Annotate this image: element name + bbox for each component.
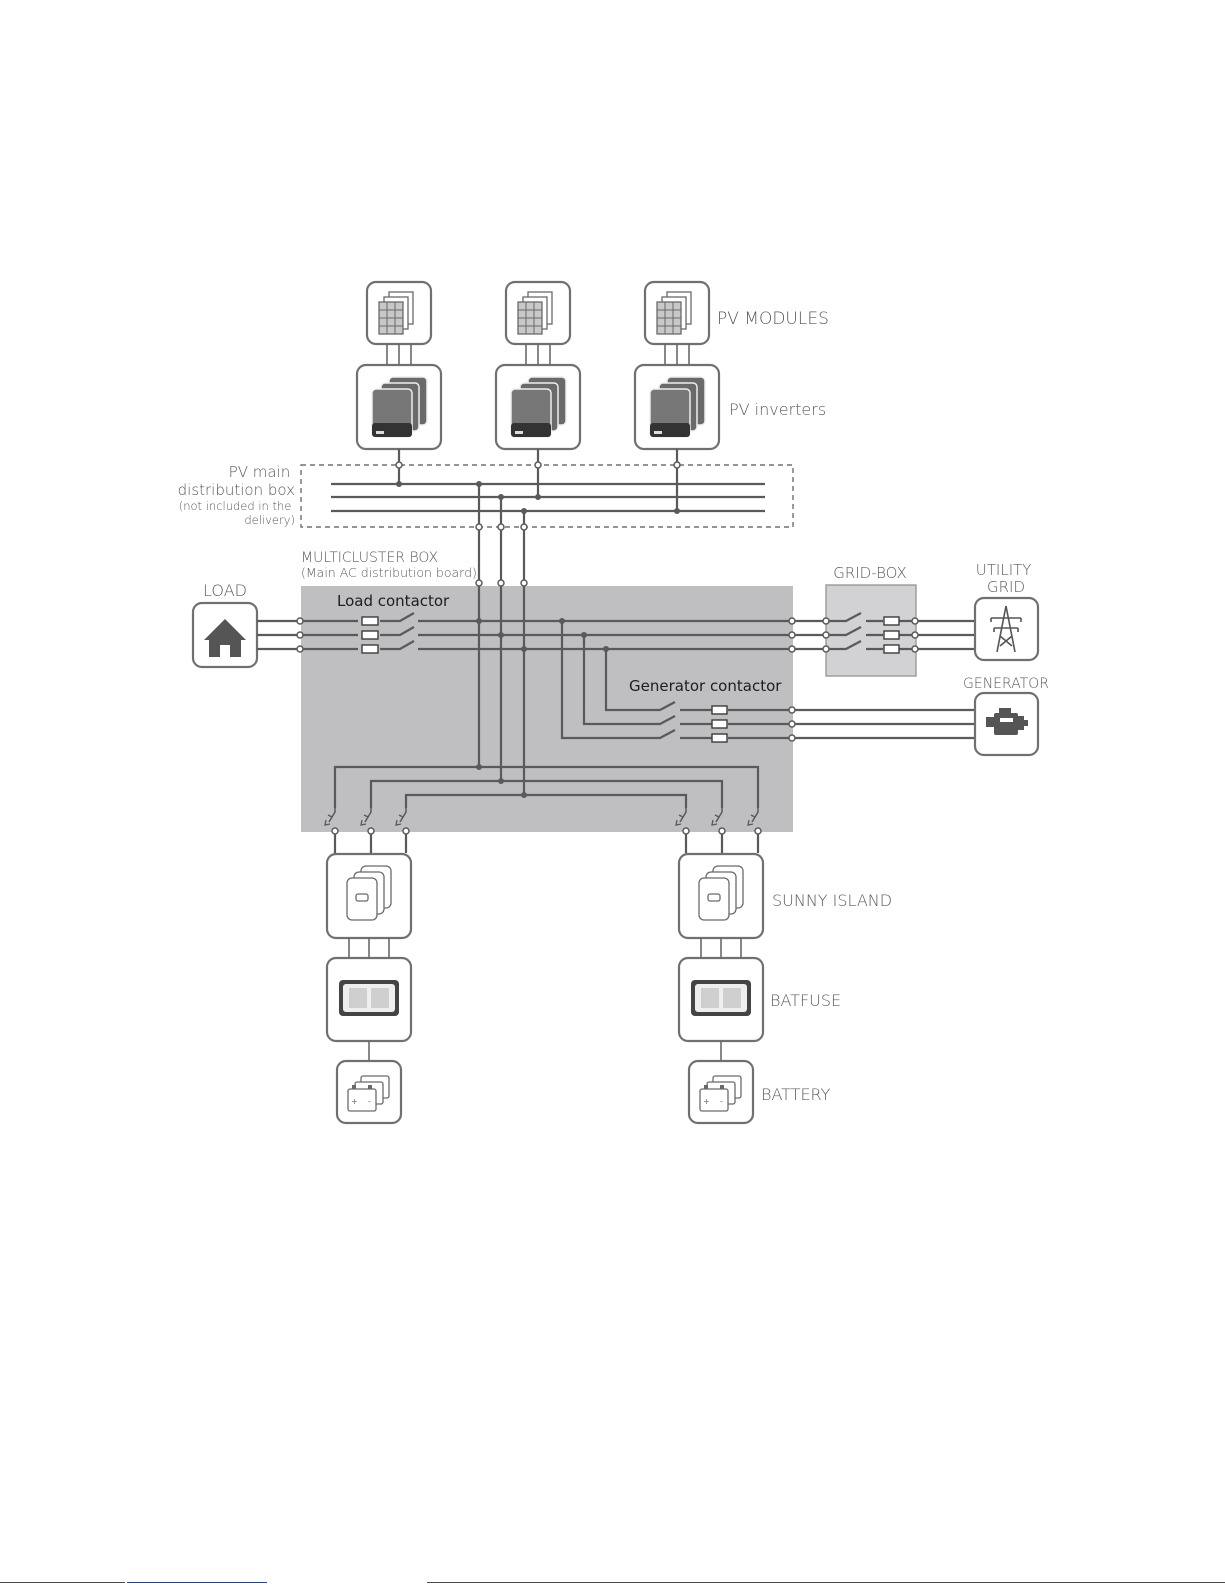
fuse-box-icon [691,980,751,1016]
multicluster-box-note: (Main AC distribution board) [301,565,477,580]
solar-panel-icon [657,292,691,334]
grid-box [823,585,975,676]
pv-module-2 [506,282,570,344]
pv-inverters-group [357,365,719,449]
multicluster-box-label: MULTICLUSTER BOX [301,550,438,566]
pv-main-distribution-box [301,449,793,527]
pv-modules-group [367,282,709,365]
batfuse-left [327,958,411,1041]
utility-grid-line-1: UTILITY [976,561,1032,579]
batfuse-right [679,958,763,1041]
pv-module-1 [367,282,431,344]
batfuse-label: BATFUSE [770,991,841,1010]
battery-label: BATTERY [761,1085,831,1104]
pv-main-distribution-box-label: PV main distribution box [178,463,295,499]
fuse-box-icon [339,980,399,1016]
footer-rule-left [0,1582,125,1583]
pv-main-line-1: PV main [229,463,291,481]
sunny-island-label: SUNNY ISLAND [772,891,892,910]
sunny-island-left [327,854,411,938]
footer-link-underline [127,1582,267,1583]
battery-right [689,1061,753,1123]
solar-panel-icon [379,292,413,334]
solar-panel-icon [518,292,552,334]
pv-inverters-label: PV inverters [729,400,826,419]
utility-grid-line-2: GRID [987,578,1025,596]
pv-module-3 [645,282,709,344]
load-contactor-label: Load contactor [337,592,450,610]
pv-main-note-line-2: delivery) [244,513,295,527]
load-label: LOAD [203,581,247,600]
utility-grid-label: UTILITY GRID [976,561,1036,596]
battery-left [337,1061,401,1123]
pv-main-line-2: distribution box [178,481,295,499]
pv-main-note-line-1: (not included in the [179,499,292,513]
grid-box-label: GRID-BOX [833,564,907,582]
load-box [193,603,257,667]
sunny-island-right [679,854,763,938]
pv-modules-label: PV MODULES [717,309,829,329]
generator-label: GENERATOR [963,676,1049,692]
generator-box [975,693,1038,755]
pv-main-note: (not included in the delivery) [179,499,295,527]
generator-contactor-label: Generator contactor [629,677,782,695]
utility-grid-box [975,598,1038,660]
footer-rule-right [427,1582,1225,1583]
